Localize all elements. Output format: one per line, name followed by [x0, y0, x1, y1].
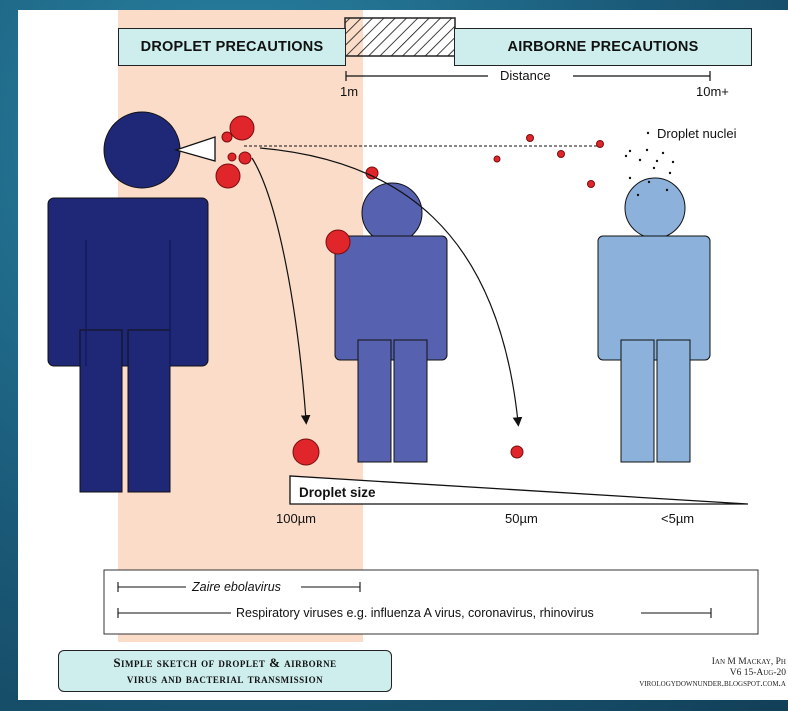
small-droplets: [493, 134, 604, 188]
landed-droplet-small: [510, 445, 524, 459]
exhale-mouth-icon: [173, 136, 216, 162]
distance-start-label: 1m: [340, 84, 358, 99]
diagram-canvas: Distance 1m 10m+: [47, 10, 759, 642]
near-fall-arrow: [251, 157, 311, 425]
droplet-nuclei-dots: [624, 131, 675, 197]
landed-droplet-large: [292, 438, 320, 466]
author-credit: Ian M Mackay, Ph V6 15-Aug-20 virologydo…: [639, 657, 786, 690]
zaire-range: [117, 582, 361, 592]
diagram-panel: Distance 1m 10m+: [18, 10, 788, 700]
distance-axis: Distance 1m 10m+: [340, 68, 729, 99]
size-label-50: 50µm: [505, 511, 538, 526]
airborne-precautions-label: AIRBORNE PRECAUTIONS: [507, 39, 699, 55]
person-middle: [334, 182, 448, 463]
respiratory-range: [117, 608, 712, 618]
transition-zone-hatch: [344, 17, 456, 57]
airborne-precautions-banner: AIRBORNE PRECAUTIONS: [454, 28, 752, 66]
size-label-5: <5µm: [661, 511, 694, 526]
droplet-nuclei-label: Droplet nuclei: [657, 126, 737, 141]
droplet-precautions-banner: DROPLET PRECAUTIONS: [118, 28, 346, 66]
zaire-label: Zaire ebolavirus: [191, 580, 281, 594]
droplet-size-wedge: [289, 475, 749, 505]
credit-version: V6 15-Aug-20: [729, 668, 786, 678]
distance-label: Distance: [500, 68, 551, 83]
person-far: [597, 177, 711, 463]
mid-fall-arrow: [259, 147, 523, 427]
credit-author: Ian M Mackay, Ph: [711, 657, 786, 667]
credit-url: virologydownunder.blogspot.com.a: [639, 679, 786, 689]
droplet-precautions-label: DROPLET PRECAUTIONS: [140, 39, 324, 55]
respiratory-label: Respiratory viruses e.g. influenza A vir…: [236, 606, 594, 620]
person-near: [47, 111, 209, 493]
virus-range-box: [103, 569, 759, 635]
size-label-100: 100µm: [276, 511, 316, 526]
diagram-title-box: Simple sketch of droplet & airborne viru…: [58, 650, 392, 692]
distance-end-label: 10m+: [696, 84, 729, 99]
droplet-size-label: Droplet size: [299, 485, 376, 500]
title-line-2: virus and bacterial transmission: [126, 671, 324, 686]
title-line-1: Simple sketch of droplet & airborne: [113, 655, 337, 670]
large-droplets: [215, 115, 379, 255]
